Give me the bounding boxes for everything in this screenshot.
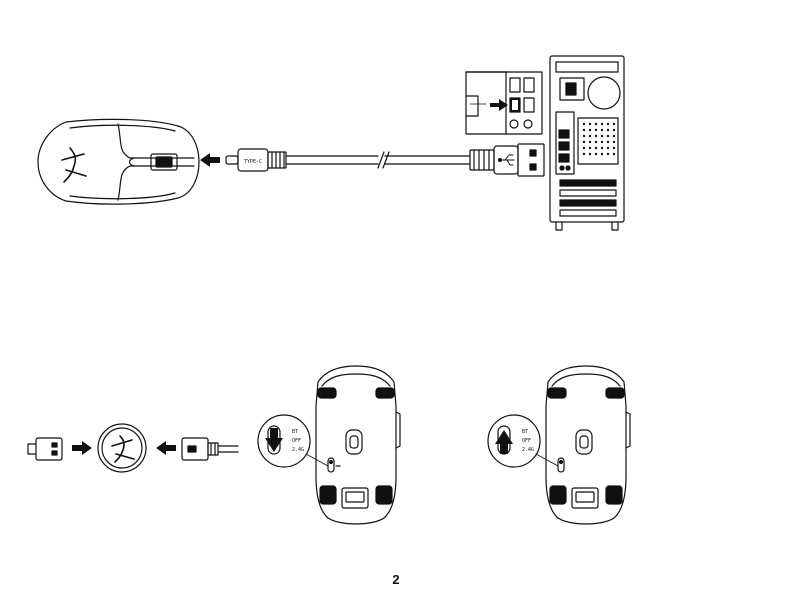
usb-dongle — [28, 438, 62, 460]
usb-c-cable: TYPE-C — [226, 144, 544, 176]
dongle-adapter — [98, 424, 146, 472]
switch-label-off: OFF — [522, 438, 531, 444]
switch-label-24g: 2.4G — [522, 447, 534, 453]
pc-tower — [550, 56, 624, 230]
switch-label-off: OFF — [292, 438, 301, 444]
switch-callout: BT OFF 2.4G — [258, 415, 328, 467]
type-c-label: TYPE-C — [244, 159, 262, 165]
switch-label-bt: BT — [292, 429, 298, 435]
arrow-right-icon — [72, 441, 92, 455]
switch-label-24g: 2.4G — [292, 447, 304, 453]
mouse-top-view — [38, 119, 199, 204]
arrow-left-icon — [200, 153, 220, 167]
mouse-bottom-view — [316, 366, 400, 524]
fan-grille — [583, 123, 615, 155]
hyperx-logo-icon — [62, 148, 86, 182]
page-number: 2 — [0, 572, 792, 587]
usb-c-cable-end — [182, 438, 238, 460]
hyperx-logo-icon — [112, 436, 134, 462]
switch-callout: BT OFF 2.4G — [488, 415, 558, 467]
arrow-left-icon — [156, 441, 176, 455]
arrow-right-icon — [490, 99, 508, 111]
mouse-bottom-view — [546, 366, 630, 524]
usb-symbol-icon — [499, 155, 515, 165]
switch-label-bt: BT — [522, 429, 528, 435]
usb-port-inset — [466, 72, 542, 134]
